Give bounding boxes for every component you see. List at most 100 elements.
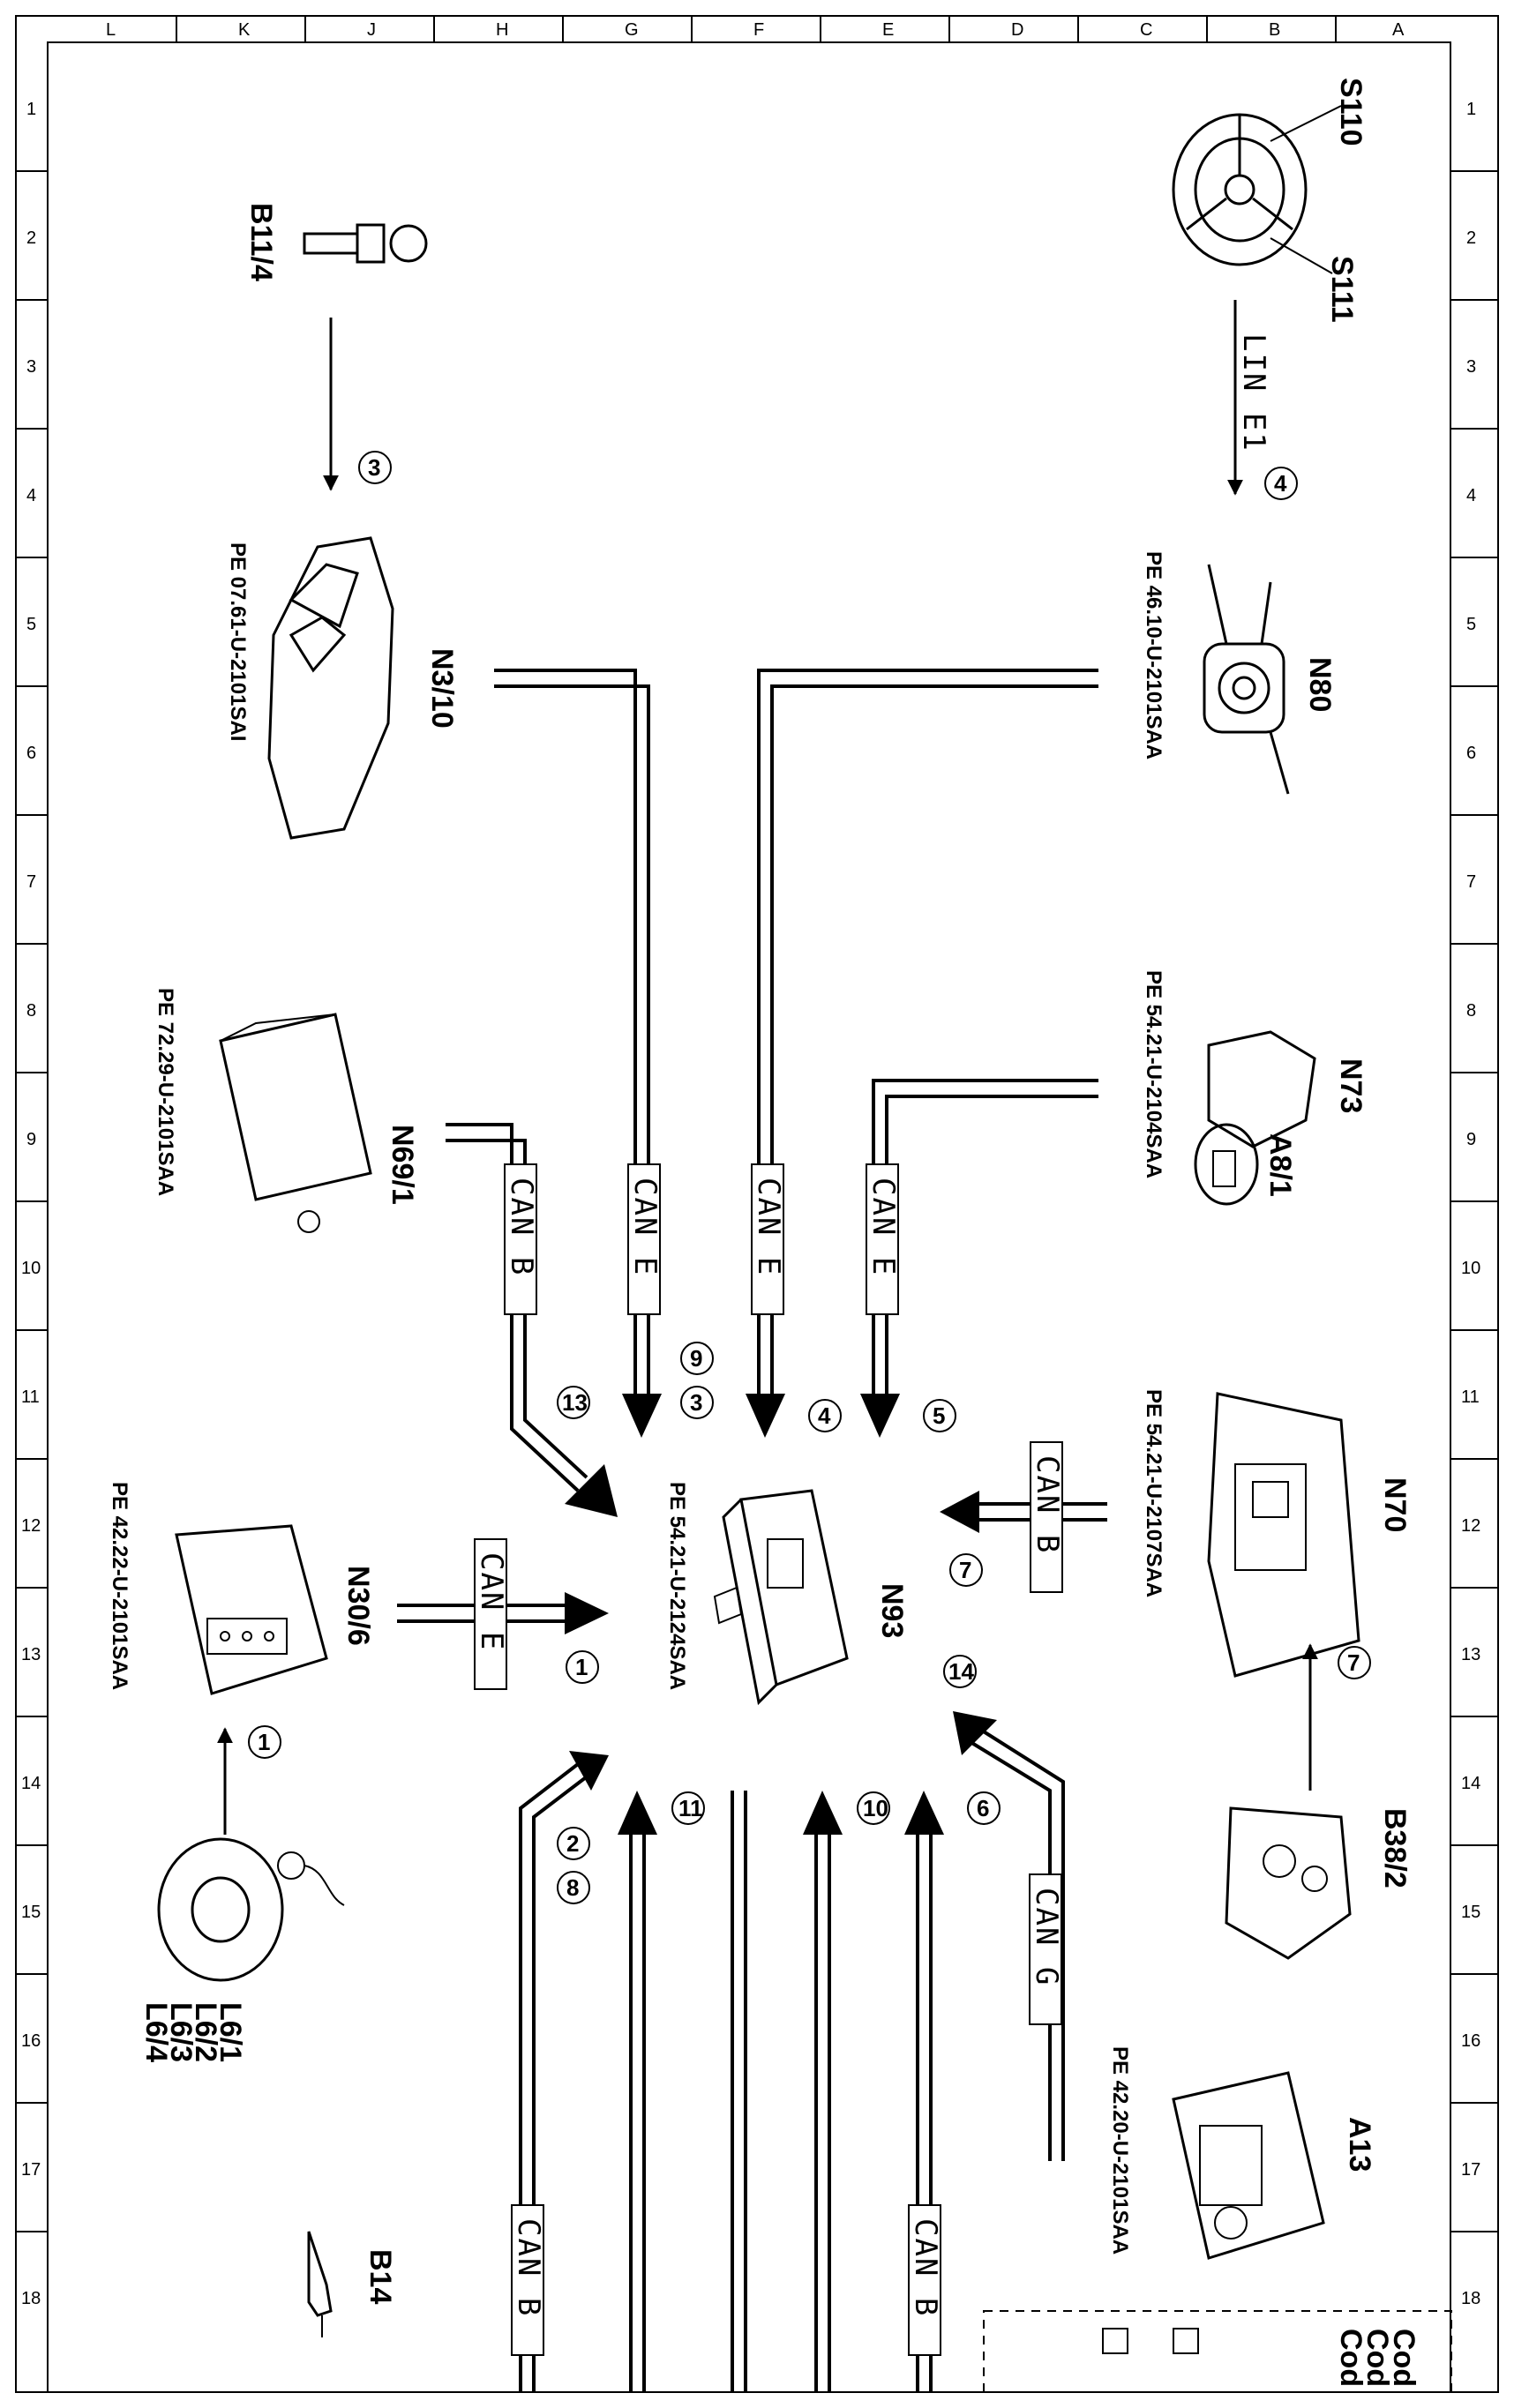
- grid-letter: L: [106, 20, 116, 40]
- grid-number: 7: [26, 872, 36, 892]
- n69-1-module-icon: [219, 1013, 372, 1233]
- grid-number: 18: [21, 2289, 41, 2308]
- circled-number-text: 8: [566, 1874, 579, 1901]
- circled-number-text: 14: [948, 1658, 974, 1685]
- grid-number: 14: [1461, 1774, 1480, 1793]
- circled-number-text: 3: [368, 454, 380, 481]
- bus-badge: [511, 2204, 544, 2356]
- ref-n80: PE 46.10-U-2101SAA: [1142, 551, 1165, 759]
- grid-number: 2: [26, 228, 36, 248]
- grid-number: 17: [1461, 2160, 1480, 2180]
- bus-badge: [866, 1163, 899, 1315]
- bus-badge: [908, 2204, 941, 2356]
- label-n93: N93: [875, 1583, 909, 1638]
- circled-number-text: 11: [678, 1795, 703, 1821]
- bus-label-can-e: CAN E: [474, 1552, 509, 1651]
- grid-number: 5: [1466, 615, 1476, 634]
- grid-number: 16: [21, 2031, 41, 2051]
- ref-n93: PE 54.21-U-2124SAA: [665, 1482, 689, 1690]
- steering-wheel-icon: [1172, 105, 1342, 274]
- bus-badge: [474, 1538, 507, 1690]
- grid-number: 12: [21, 1516, 41, 1536]
- circled-number: [557, 1871, 590, 1904]
- circled-number: [671, 1791, 705, 1825]
- circled-number-text: 10: [863, 1795, 888, 1821]
- label-l6-4: L6/4: [139, 2002, 173, 2062]
- label-b38-2: B38/2: [1378, 1808, 1412, 1888]
- grid-number: 9: [26, 1130, 36, 1149]
- legend-code-1: Cod: [1387, 2329, 1420, 2387]
- grid-number: 15: [21, 1903, 41, 1922]
- grid-number: 16: [1461, 2031, 1480, 2051]
- legend-code-2: Cod: [1360, 2329, 1394, 2387]
- circled-number: [680, 1342, 714, 1375]
- label-n30-6: N30/6: [341, 1566, 375, 1646]
- bus-label-can-e: CAN E: [751, 1178, 786, 1276]
- bus-badge: [1029, 1873, 1062, 2025]
- circled-number: [248, 1725, 281, 1759]
- circled-number: [923, 1399, 956, 1432]
- bus-label-can-g: CAN G: [1029, 1888, 1064, 1986]
- grid-number: 9: [1466, 1130, 1476, 1149]
- label-s110: S110: [1334, 78, 1368, 146]
- n73-ignition-switch-icon: [1194, 1030, 1316, 1206]
- circled-number: [967, 1791, 1001, 1825]
- label-a8-1: A8/1: [1263, 1133, 1297, 1197]
- grid-letters: L K J H G F E D C B A: [106, 16, 1405, 42]
- label-l6-2: L6/2: [189, 2002, 222, 2062]
- grid-letter: B: [1269, 20, 1280, 40]
- circled-number: [1338, 1646, 1371, 1679]
- circled-number: [949, 1553, 983, 1587]
- ref-n30-6: PE 42.22-U-2101SAA: [108, 1482, 131, 1690]
- legend-box: [983, 2310, 1452, 2393]
- n70-overhead-panel-icon: [1207, 1392, 1360, 1678]
- grid-numbers: 1 2 3 4 5 6 7 8 9 10 11 12 13 14 15 16 1…: [16, 100, 1498, 2308]
- grid-number: 4: [26, 486, 36, 505]
- circled-number-text: 4: [818, 1402, 831, 1429]
- grid-number: 4: [1466, 486, 1476, 505]
- grid-letter: G: [625, 20, 639, 40]
- inner-frame: [47, 41, 1451, 2393]
- bus-badge: [1030, 1441, 1063, 1593]
- label-b14: B14: [364, 2249, 397, 2304]
- circled-number-text: 13: [562, 1389, 588, 1416]
- grid-number: 14: [21, 1774, 41, 1793]
- circled-number: [943, 1655, 977, 1688]
- ref-n70: PE 54.21-U-2107SAA: [1142, 1389, 1165, 1597]
- grid-number: 6: [1466, 744, 1476, 763]
- b11-4-sensor-icon: [303, 223, 428, 264]
- grid-number: 3: [26, 357, 36, 377]
- grid-number: 8: [26, 1001, 36, 1021]
- bus-badge: [627, 1163, 661, 1315]
- grid-number: 11: [21, 1387, 40, 1407]
- circled-number: [1264, 467, 1298, 500]
- label-a13: A13: [1343, 2117, 1376, 2172]
- grid-number: 8: [1466, 1001, 1476, 1021]
- grid-number: 2: [1466, 228, 1476, 248]
- grid-number: 10: [21, 1259, 41, 1278]
- l6-wheel-sensor-icon: [157, 1837, 345, 1982]
- label-n69-1: N69/1: [386, 1125, 419, 1205]
- ref-a13: PE 42.20-U-2101SAA: [1108, 2046, 1132, 2255]
- circled-number: [808, 1399, 842, 1432]
- grid-letter: A: [1392, 20, 1405, 40]
- bus-can-b-n70: [940, 1491, 1107, 1533]
- label-l6-1: L6/1: [214, 2002, 247, 2062]
- circled-number-text: 4: [1274, 470, 1287, 497]
- circled-number: [566, 1650, 599, 1684]
- n93-central-gateway-icon: [713, 1489, 849, 1706]
- bus-lower-11: [618, 1791, 657, 2392]
- grid-number: 1: [1466, 100, 1476, 119]
- label-l6-3: L6/3: [164, 2002, 198, 2062]
- grid-letter: F: [753, 20, 764, 40]
- grid-letter: D: [1011, 20, 1023, 40]
- b38-2-sensor-icon: [1225, 1806, 1352, 1960]
- circled-number: [557, 1827, 590, 1860]
- bus-lower-10: [803, 1791, 843, 2392]
- n80-switch-icon: [1203, 564, 1290, 795]
- ref-n73: PE 54.21-U-2104SAA: [1142, 970, 1165, 1178]
- bus-label-lin-e1: LIN E1: [1236, 333, 1271, 452]
- bus-lower-center: [731, 1791, 747, 2392]
- grid-number: 12: [1461, 1516, 1480, 1536]
